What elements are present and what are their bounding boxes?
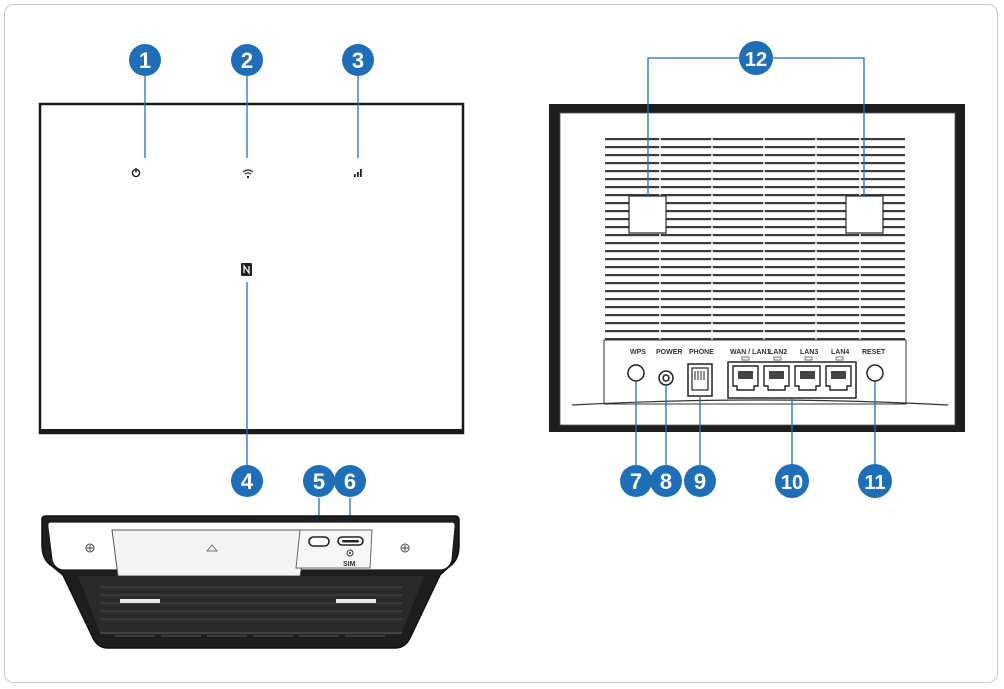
external-antenna-cover[interactable] xyxy=(628,195,667,234)
front-view xyxy=(38,76,465,466)
callout-3: 3 xyxy=(342,44,374,76)
external-antenna-cover[interactable] xyxy=(845,195,884,234)
usb-c-port[interactable] xyxy=(308,536,330,547)
svg-text:3: 3 xyxy=(352,48,364,73)
lan4-port[interactable] xyxy=(825,365,852,391)
svg-text:4: 4 xyxy=(241,469,254,494)
svg-text:2: 2 xyxy=(241,48,253,73)
wps-button[interactable] xyxy=(627,364,645,382)
lan2-port[interactable] xyxy=(763,365,790,391)
power-jack[interactable] xyxy=(658,370,674,386)
svg-text:7: 7 xyxy=(630,469,642,494)
callout-1: 1 xyxy=(129,44,161,76)
nfc-icon xyxy=(241,263,252,276)
svg-text:5: 5 xyxy=(313,469,325,494)
port-label-power: POWER xyxy=(656,349,682,356)
svg-text:9: 9 xyxy=(694,469,706,494)
sim-label: SIM xyxy=(343,561,356,568)
callout-10: 10 xyxy=(775,464,809,498)
screw-icon xyxy=(85,543,95,553)
rear-view: WPS POWER PHONE WAN / LAN1 LAN2 LAN3 LAN… xyxy=(549,57,965,466)
svg-text:10: 10 xyxy=(781,472,803,494)
callout-4: 4 xyxy=(231,465,263,497)
callout-7: 7 xyxy=(620,465,652,497)
svg-text:12: 12 xyxy=(745,49,767,71)
callout-12: 12 xyxy=(739,41,773,75)
port-label-reset: RESET xyxy=(862,349,886,356)
svg-text:1: 1 xyxy=(139,48,151,73)
port-label-lan2: LAN2 xyxy=(769,349,787,356)
warning-triangle-icon xyxy=(205,544,219,552)
port-label-lan3: LAN3 xyxy=(800,349,818,356)
callout-5: 5 xyxy=(303,465,335,497)
port-label-wan-lan1: WAN / LAN1 xyxy=(730,349,771,356)
port-label-phone: PHONE xyxy=(689,349,714,356)
power-indicator-icon xyxy=(131,168,141,178)
callout-6: 6 xyxy=(334,465,366,497)
lan3-port[interactable] xyxy=(794,365,821,391)
port-label-wps: WPS xyxy=(630,349,646,356)
sim-eject-hole-icon xyxy=(346,549,354,557)
callout-8: 8 xyxy=(650,465,682,497)
svg-text:8: 8 xyxy=(660,469,672,494)
reset-button[interactable] xyxy=(866,364,884,382)
bottom-view: SIM xyxy=(41,498,460,649)
callout-9: 9 xyxy=(684,465,716,497)
port-label-lan4: LAN4 xyxy=(831,349,849,356)
phone-port[interactable] xyxy=(687,363,713,397)
callout-11: 11 xyxy=(858,464,892,498)
svg-text:6: 6 xyxy=(344,469,356,494)
rear-vent-grille xyxy=(605,134,905,340)
callout-2: 2 xyxy=(231,44,263,76)
wifi-indicator-icon xyxy=(242,169,254,179)
wan-lan1-port[interactable] xyxy=(732,365,759,391)
screw-icon xyxy=(400,543,410,553)
svg-text:11: 11 xyxy=(864,472,885,494)
signal-indicator-icon xyxy=(354,169,362,177)
